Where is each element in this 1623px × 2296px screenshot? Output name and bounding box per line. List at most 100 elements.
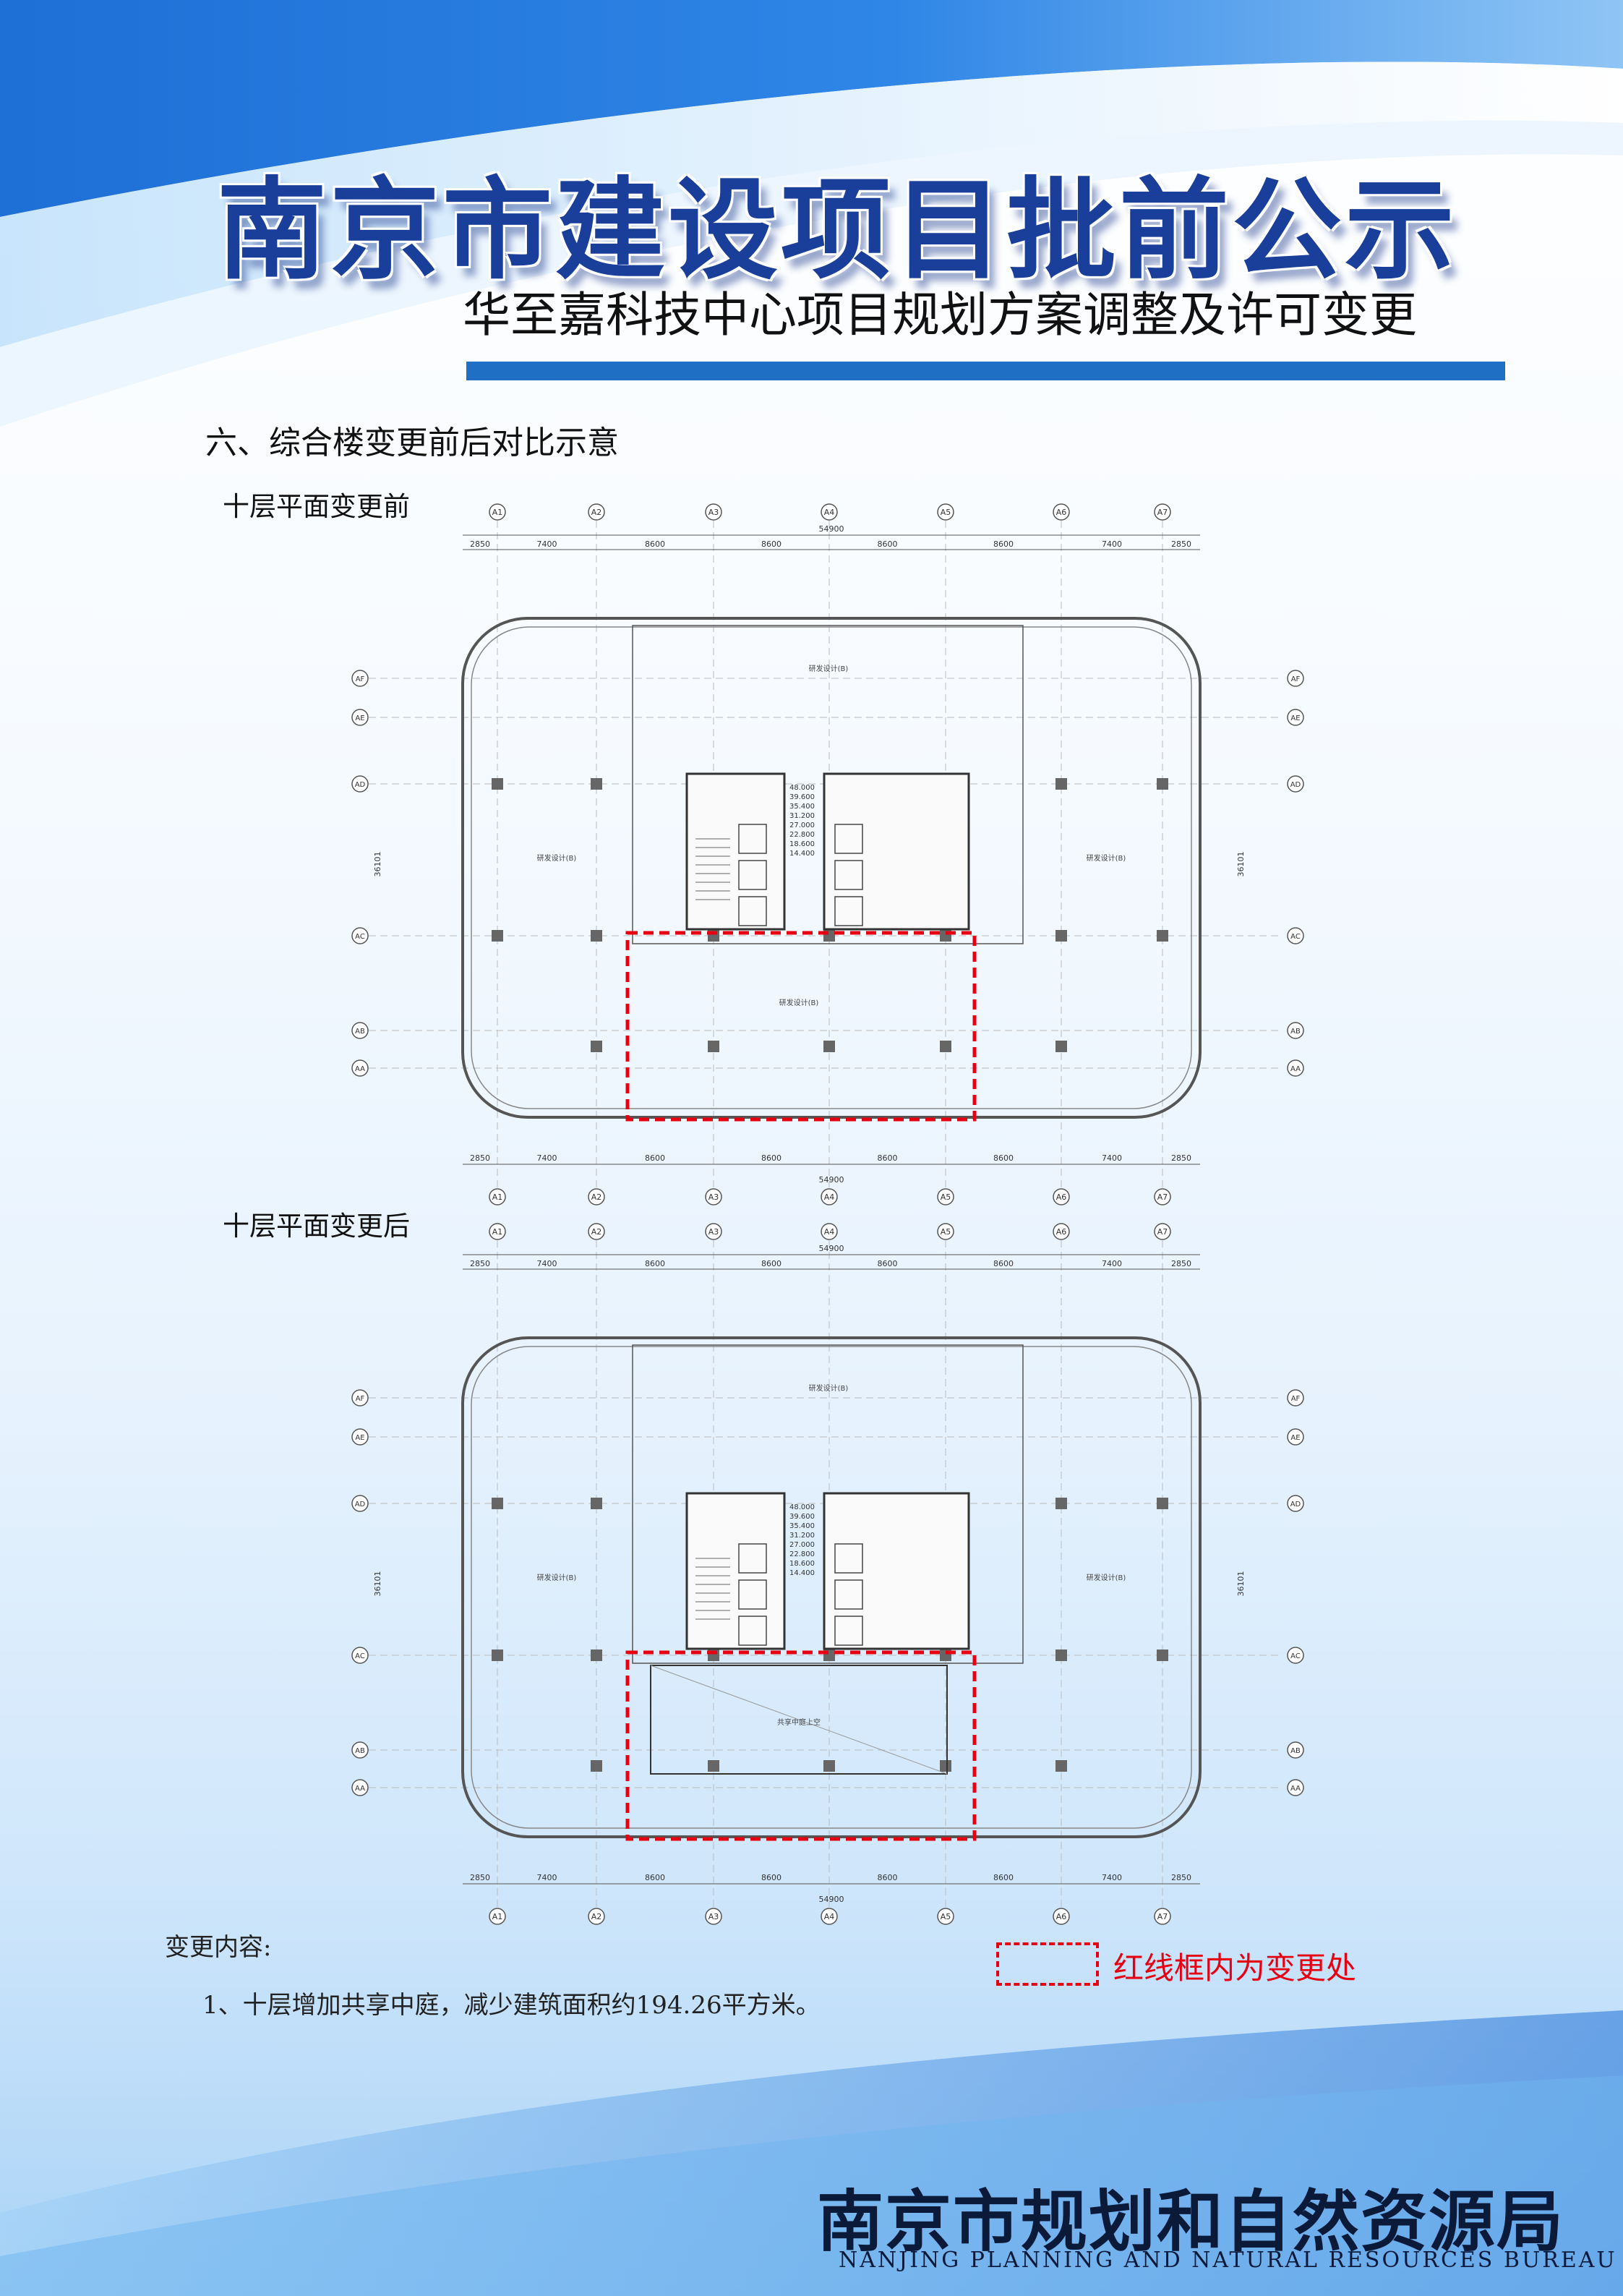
axis-bubble — [705, 1188, 722, 1205]
bay-dimension: 2850 — [470, 1259, 490, 1268]
axis-label: A5 — [941, 1912, 951, 1921]
axis-label: AE — [1290, 714, 1300, 722]
core-stair-lift-left — [685, 772, 786, 931]
axis-label: AD — [1290, 781, 1301, 789]
elevator — [834, 824, 863, 854]
bay-dimension: 8600 — [878, 1153, 898, 1163]
side-dimension: 36101 — [1236, 1571, 1246, 1597]
axis-label: AA — [355, 1065, 365, 1073]
structural-column — [591, 778, 602, 790]
axis-label: A1 — [492, 508, 503, 517]
elevator — [834, 896, 863, 926]
axis-bubble — [588, 1188, 605, 1205]
change-highlight-box — [625, 931, 977, 1122]
structural-column — [591, 1760, 602, 1772]
axis-bubble — [351, 927, 369, 944]
structural-column — [940, 1760, 951, 1772]
core-level: 27.000 — [789, 821, 815, 829]
axis-label: A6 — [1056, 1192, 1067, 1202]
axis-label: AE — [1290, 1434, 1300, 1442]
bay-dimension: 7400 — [537, 1153, 557, 1163]
axis-bubble — [351, 1022, 369, 1039]
elevator — [834, 860, 863, 890]
elevator — [738, 1543, 767, 1574]
room-label: 研发设计(B) — [809, 1383, 849, 1393]
axis-bubble — [1287, 1022, 1304, 1039]
bay-dimension: 2850 — [470, 539, 490, 549]
title-divider — [466, 362, 1505, 380]
axis-bubble — [937, 503, 954, 521]
axis-label: A1 — [492, 1192, 503, 1202]
axis-label: AA — [1290, 1785, 1301, 1793]
core-level: 18.600 — [789, 840, 815, 848]
structural-column — [492, 1498, 503, 1509]
bay-dimension: 7400 — [1102, 1873, 1122, 1882]
elevator — [738, 860, 767, 890]
structural-column — [940, 1041, 951, 1052]
building-outline — [461, 1336, 1202, 1838]
structural-column — [1157, 778, 1168, 790]
axis-label: A7 — [1157, 508, 1168, 517]
bay-dimension: 7400 — [1102, 1153, 1122, 1163]
axis-bubble — [351, 1059, 369, 1077]
change-highlight-box — [625, 1650, 977, 1841]
bay-dimension: 8600 — [878, 1873, 898, 1882]
axis-bubble — [489, 503, 506, 521]
core-stair-lift-right — [823, 772, 970, 931]
core-level: 48.000 — [789, 1503, 815, 1511]
structural-column — [492, 930, 503, 942]
elevator — [834, 1616, 863, 1646]
core-level: 31.200 — [789, 812, 815, 820]
bay-dimension: 8600 — [645, 1259, 665, 1268]
elevator — [834, 1579, 863, 1610]
legend-dashed-box — [996, 1942, 1099, 1986]
bay-dimension: 2850 — [470, 1873, 490, 1882]
bay-dimension: 7400 — [1102, 1259, 1122, 1268]
core-level: 14.400 — [789, 850, 815, 858]
axis-bubble — [489, 1223, 506, 1240]
structural-column — [591, 1498, 602, 1509]
axis-bubble — [351, 670, 369, 687]
axis-bubble — [1053, 503, 1070, 521]
axis-bubble — [1287, 1389, 1304, 1407]
axis-bubble — [937, 1223, 954, 1240]
axis-bubble — [1053, 1908, 1070, 1925]
axis-label: A6 — [1056, 1227, 1067, 1237]
axis-bubble — [1287, 1647, 1304, 1664]
structural-column — [1157, 1498, 1168, 1509]
axis-label: AC — [355, 933, 365, 941]
total-dimension: 54900 — [819, 1895, 844, 1904]
bay-dimension: 8600 — [645, 1873, 665, 1882]
core-stair-lift-right — [823, 1492, 970, 1650]
bay-dimension: 8600 — [993, 539, 1014, 549]
room-label: 研发设计(B) — [809, 664, 849, 673]
change-heading: 变更内容: — [165, 1933, 272, 1962]
axis-bubble — [351, 1647, 369, 1664]
axis-label: AB — [1290, 1028, 1301, 1036]
axis-bubble — [937, 1908, 954, 1925]
bay-dimension: 8600 — [993, 1873, 1014, 1882]
plan-before-label: 十层平面变更前 — [223, 491, 410, 522]
axis-bubble — [821, 503, 838, 521]
building-inner-outline — [471, 1346, 1192, 1829]
axis-bubble — [1287, 775, 1304, 793]
core-zone — [632, 625, 1024, 944]
structural-column — [591, 1041, 602, 1052]
bay-dimension: 2850 — [1171, 1873, 1191, 1882]
legend-text: 红线框内为变更处 — [1113, 1950, 1357, 1986]
main-title: 南京市建设项目批前公示 — [217, 165, 1457, 294]
plan-after-label: 十层平面变更后 — [223, 1211, 410, 1242]
axis-label: A3 — [708, 508, 719, 517]
structural-column — [1157, 930, 1168, 942]
structural-column — [823, 1041, 835, 1052]
axis-label: AB — [1290, 1747, 1301, 1755]
axis-label: A2 — [591, 1192, 602, 1202]
changed-area-label: 共享中庭上空 — [777, 1717, 821, 1727]
side-dimension: 36101 — [373, 1571, 382, 1597]
axis-label: AC — [1290, 1652, 1301, 1660]
axis-label: AD — [1290, 1501, 1301, 1508]
axis-label: AA — [1290, 1065, 1301, 1073]
axis-label: A1 — [492, 1227, 503, 1237]
footer-wave-background — [0, 2010, 1623, 2296]
axis-label: AF — [356, 675, 365, 683]
